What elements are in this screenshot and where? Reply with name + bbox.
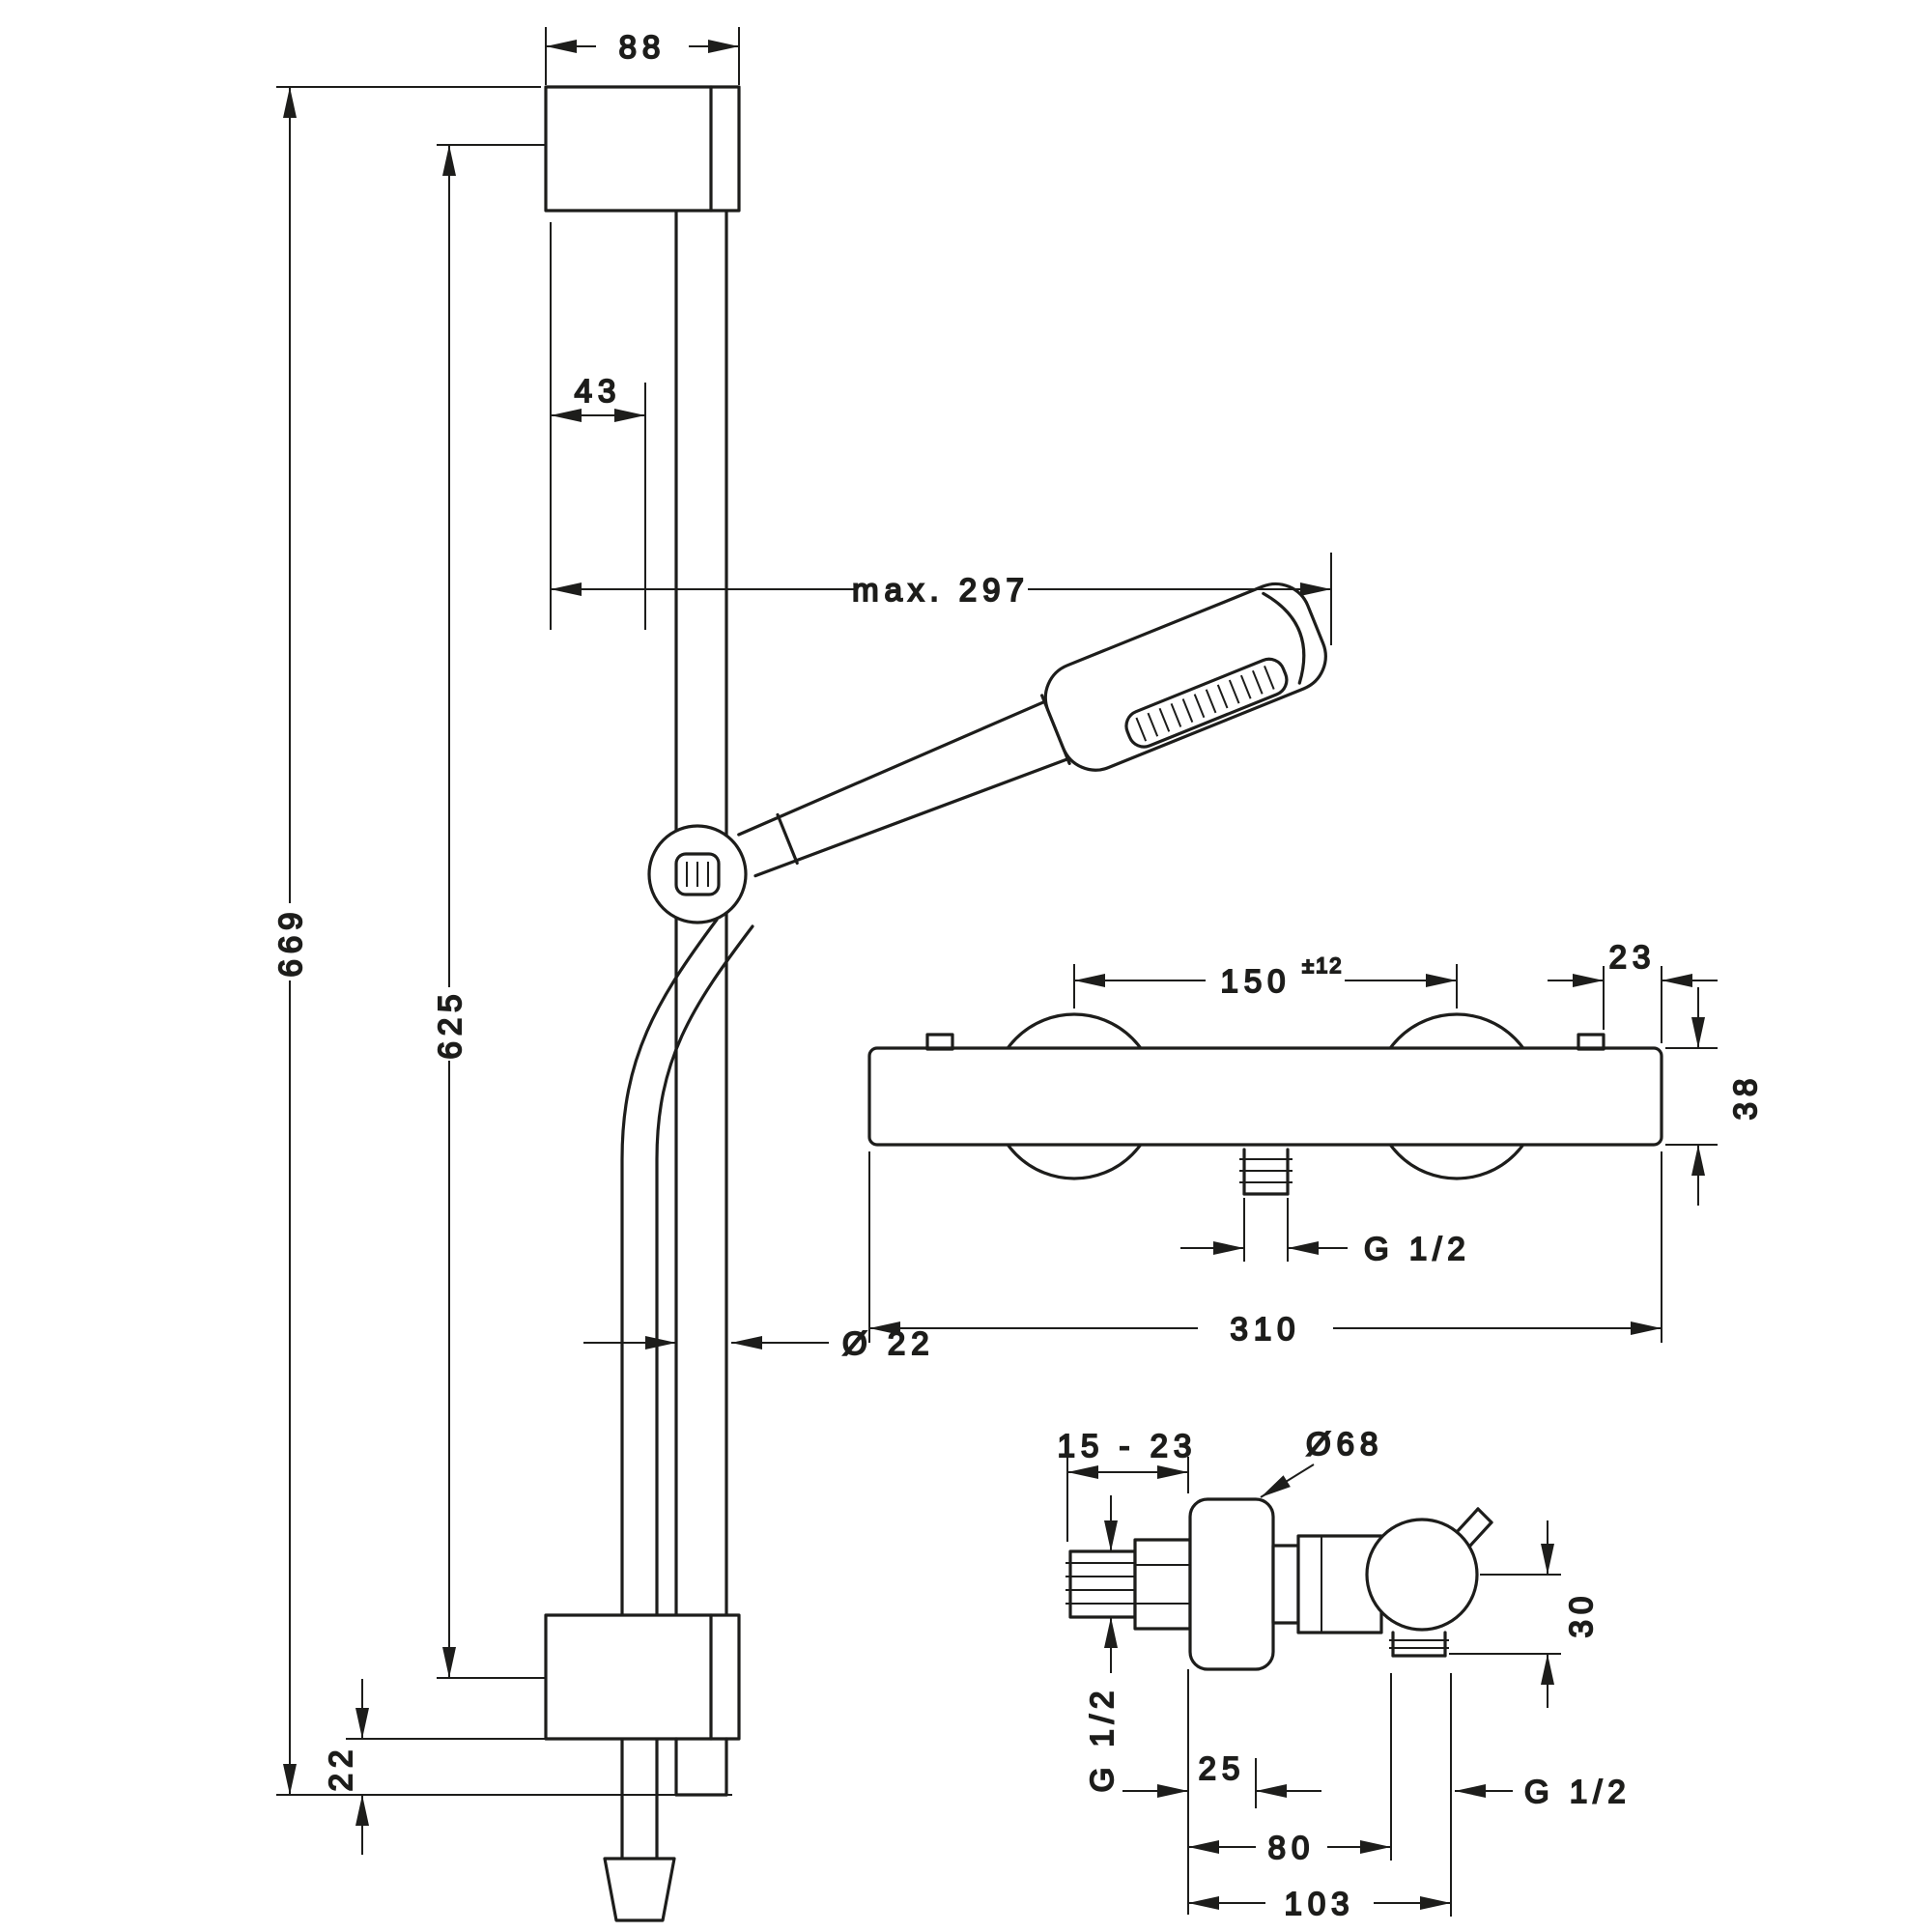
- hose-end: [603, 1857, 676, 1922]
- dim-max-reach: max. 297: [551, 553, 1332, 645]
- dim-inlet-thread: G 1/2: [1083, 1495, 1121, 1793]
- mixer-side-view: 15 - 23 Ø68 30 G 1/2 25: [1057, 1425, 1632, 1922]
- dim-outlet-drop-label: 30: [1563, 1591, 1599, 1638]
- hand-shower: [737, 582, 1327, 878]
- dim-overall-height: 669: [271, 86, 732, 1796]
- mixer-body: [867, 1046, 1663, 1147]
- dim-bottom-offset-label: 22: [323, 1745, 358, 1792]
- dim-escutcheon-diameter-label: Ø68: [1306, 1426, 1383, 1462]
- dim-depth-103: 103: [1188, 1673, 1452, 1922]
- lever-tab: [1455, 1507, 1493, 1548]
- slide-bar-figure: 88 43 max. 297 669: [271, 27, 1332, 1922]
- dim-connection-tolerance-label: ±12: [1302, 953, 1344, 978]
- dim-top-width-label: 88: [619, 29, 667, 65]
- dim-edge-offset: 23: [1548, 938, 1718, 1043]
- dim-body-width-label: 310: [1230, 1311, 1300, 1347]
- dim-front-outlet-thread-label: G 1/2: [1364, 1231, 1471, 1266]
- dim-top-width: 88: [545, 27, 740, 85]
- dim-depth-25-label: 25: [1199, 1750, 1246, 1786]
- top-rail-holder: [544, 85, 741, 213]
- rail-end: [674, 1737, 728, 1797]
- dim-depth-80-label: 80: [1268, 1830, 1316, 1865]
- dim-wall-distance: 15 - 23: [1057, 1427, 1198, 1915]
- union-nut: [1133, 1538, 1192, 1631]
- dim-body-height: 38: [1665, 987, 1764, 1206]
- inlet-thread: [1065, 1549, 1140, 1619]
- dim-connection-centers: 150 ±12: [1073, 952, 1458, 1009]
- outlet-stub: [1389, 1631, 1449, 1658]
- dim-side-outlet-thread-label: G 1/2: [1524, 1774, 1632, 1809]
- dim-inlet-thread-label: G 1/2: [1084, 1686, 1120, 1793]
- dim-max-reach-label: max. 297: [852, 572, 1030, 608]
- rail-slider: [647, 824, 748, 924]
- dim-rail-length-label: 625: [432, 988, 468, 1059]
- mixer-front-view: 150 ±12 23 38 G 1/2: [867, 938, 1764, 1348]
- dim-depth-80: 80: [1188, 1673, 1392, 1866]
- dim-overall-height-label: 669: [272, 906, 308, 977]
- dim-side-outlet-thread: G 1/2: [1455, 1773, 1632, 1810]
- dim-holder-offset: 43: [550, 222, 646, 630]
- handle-knob: [1365, 1518, 1479, 1632]
- dim-edge-offset-label: 23: [1609, 939, 1657, 975]
- dim-depth-25: 25: [1122, 1749, 1321, 1808]
- dim-rail-length: 625: [431, 144, 546, 1679]
- dim-holder-offset-label: 43: [575, 373, 622, 409]
- bottom-rail-holder: [544, 1613, 741, 1741]
- dim-escutcheon-diameter: Ø68: [1260, 1425, 1383, 1498]
- mount-tab-left: [925, 1033, 954, 1051]
- dim-rail-diameter: Ø 22: [583, 1324, 935, 1362]
- dim-bottom-offset: 22: [322, 1679, 549, 1855]
- dim-outlet-drop: 30: [1449, 1520, 1600, 1708]
- escutcheon-side: [1188, 1497, 1275, 1671]
- dim-depth-103-label: 103: [1284, 1886, 1354, 1921]
- body-spacer: [1271, 1544, 1300, 1625]
- dim-body-width: 310: [868, 1151, 1662, 1348]
- spray-face: [1135, 666, 1275, 742]
- dim-front-outlet-thread: G 1/2: [1180, 1198, 1471, 1267]
- dim-connection-centers-label: 150: [1220, 963, 1291, 999]
- shower-hose: [620, 918, 754, 1861]
- dim-wall-distance-label: 15 - 23: [1058, 1428, 1198, 1463]
- mount-tab-right: [1577, 1033, 1605, 1051]
- dim-rail-diameter-label: Ø 22: [842, 1325, 935, 1361]
- mixer-outlet: [1239, 1148, 1293, 1196]
- dim-body-height-label: 38: [1727, 1073, 1763, 1121]
